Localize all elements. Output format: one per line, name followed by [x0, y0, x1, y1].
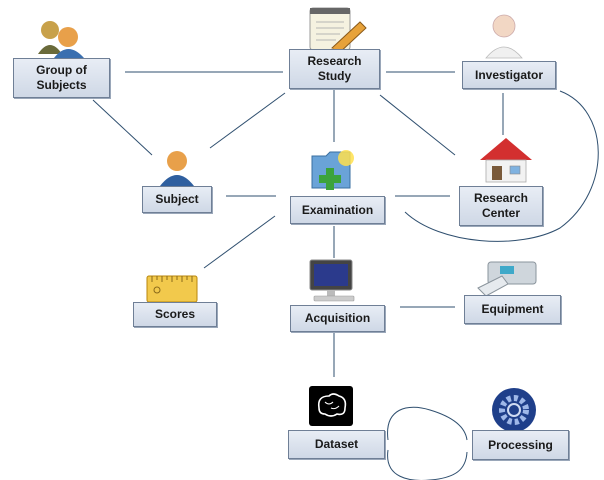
- house-icon: [480, 138, 532, 183]
- computer-monitor-icon: [309, 259, 355, 302]
- ruler-icon: [146, 275, 198, 303]
- node-subject: Subject: [142, 186, 212, 213]
- node-research-center: Research Center: [459, 186, 543, 226]
- connectors: [92, 71, 599, 480]
- node-equipment: Equipment: [464, 295, 561, 324]
- node-group-of-subjects: Group of Subjects: [13, 58, 110, 98]
- node-processing: Processing: [472, 430, 569, 460]
- node-examination: Examination: [290, 196, 385, 224]
- scanner-icon: [477, 261, 537, 297]
- edge-examination-to-scores: [203, 215, 276, 269]
- brain-icon: [309, 386, 353, 426]
- node-dataset: Dataset: [288, 430, 385, 459]
- edge-dataset-processing-loop: [387, 406, 468, 480]
- node-research-study: Research Study: [289, 49, 380, 89]
- people-group-icon: [38, 21, 84, 58]
- edge-study-to-center: [379, 94, 456, 156]
- edge-study-to-subject: [209, 92, 286, 149]
- gear-icon: [492, 388, 536, 432]
- edge-investigator-center-loop: [404, 90, 599, 242]
- node-scores: Scores: [133, 302, 217, 327]
- node-acquisition: Acquisition: [290, 305, 385, 332]
- person-bust-icon: [485, 14, 523, 59]
- person-icon: [160, 151, 194, 186]
- notepad-pencil-icon: [309, 7, 367, 57]
- folder-plus-icon: [311, 150, 354, 190]
- edge-group-to-subject: [92, 99, 153, 156]
- node-investigator: Investigator: [462, 61, 556, 89]
